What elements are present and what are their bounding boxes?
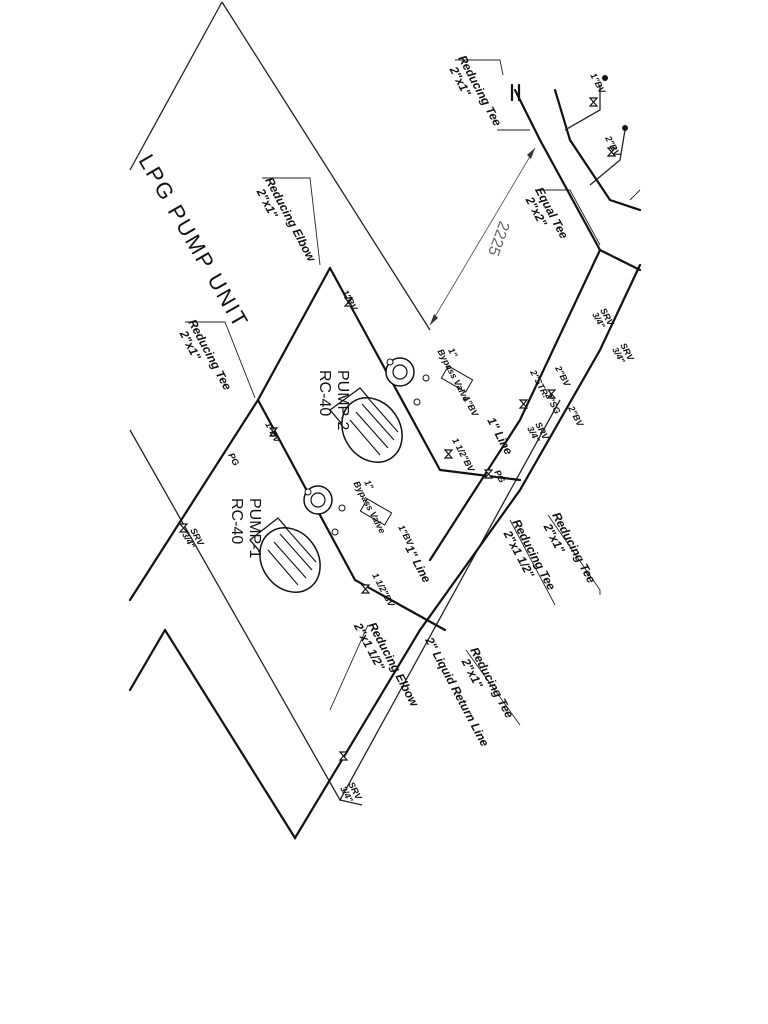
callout-reducing-elbow-top: Reducing Elbow 2"x1"	[253, 175, 319, 265]
valve-icon	[546, 389, 557, 399]
valve-icon	[268, 427, 279, 437]
valve-tag-bv1-upper: 1"BV	[340, 288, 360, 313]
pump-2-label: PUMP-2 RC-40	[316, 370, 351, 431]
pump-1-model: RC-40	[228, 498, 245, 544]
dimension-2225	[429, 147, 536, 326]
pump-2-name: PUMP-2	[334, 370, 351, 431]
callout-reducing-elbow-bottom: Reducing Elbow 2"x1 1/2"	[351, 620, 422, 710]
valve-tag-bv1-top: 1"BV	[588, 71, 608, 96]
valve-icon	[518, 399, 529, 409]
valve-symbols	[178, 75, 628, 761]
bypass-valve-label-upper: 1" Bypass Valve	[436, 346, 472, 403]
valve-tag-bv2-top: 2"BV	[603, 133, 623, 159]
valve-icon	[360, 584, 371, 594]
srv-tag-upper: SRV 3/4"	[590, 306, 616, 330]
pump-2-model: RC-40	[316, 370, 333, 416]
pg-tag-left: PG	[226, 451, 241, 467]
pg-tag-right: PG	[492, 468, 507, 484]
pump-1-assembly	[249, 485, 393, 593]
callout-equal-tee: Equal Tee 2"x2"	[522, 185, 571, 242]
valve-icon	[588, 97, 599, 107]
gauge-icon	[602, 75, 608, 81]
drawing-title: LPG PUMP UNIT	[134, 150, 254, 333]
valve-icon	[483, 469, 494, 479]
callout-reducing-tee-left: Reducing Tee 2"x1"	[176, 317, 234, 393]
main-piping	[128, 83, 642, 841]
pump-1-name: PUMP-1	[246, 498, 263, 559]
valve-tag-bv15-pump2: 1 1/2"BV	[450, 436, 477, 474]
pump-1-label: PUMP-1 RC-40	[228, 498, 263, 559]
srv-tag-right: SRV 3/4"	[610, 341, 636, 365]
callout-reducing-tee-top: Reducing Tee 2"x1"	[446, 53, 504, 129]
valve-icon	[338, 751, 349, 761]
bypass-valve-label-lower: 1" Bypass Valve	[352, 478, 388, 535]
valve-icon	[443, 449, 454, 459]
skid-outline	[129, 1, 561, 806]
valve-icon	[343, 297, 354, 307]
line-1-upper-label: 1" Line	[484, 415, 515, 458]
valve-tag-bv2-mid: 2"BV	[553, 363, 573, 389]
dimension-label: 2225	[484, 219, 512, 258]
svg-text:Reducing Elbow: Reducing Elbow	[262, 175, 318, 265]
leaders	[185, 59, 641, 726]
gauge-icon	[622, 125, 628, 131]
valve-tag-bv1-pump2: 1"BV	[461, 394, 481, 419]
valve-tag-sight-glass: 2"SG	[543, 390, 563, 415]
valve-tag-bv2-right: 2"BV	[566, 403, 586, 429]
pump-2-assembly	[329, 357, 474, 463]
line-1-lower-label: 1" Line	[402, 543, 433, 586]
valve-icon	[606, 147, 617, 157]
valve-icon	[178, 523, 189, 533]
